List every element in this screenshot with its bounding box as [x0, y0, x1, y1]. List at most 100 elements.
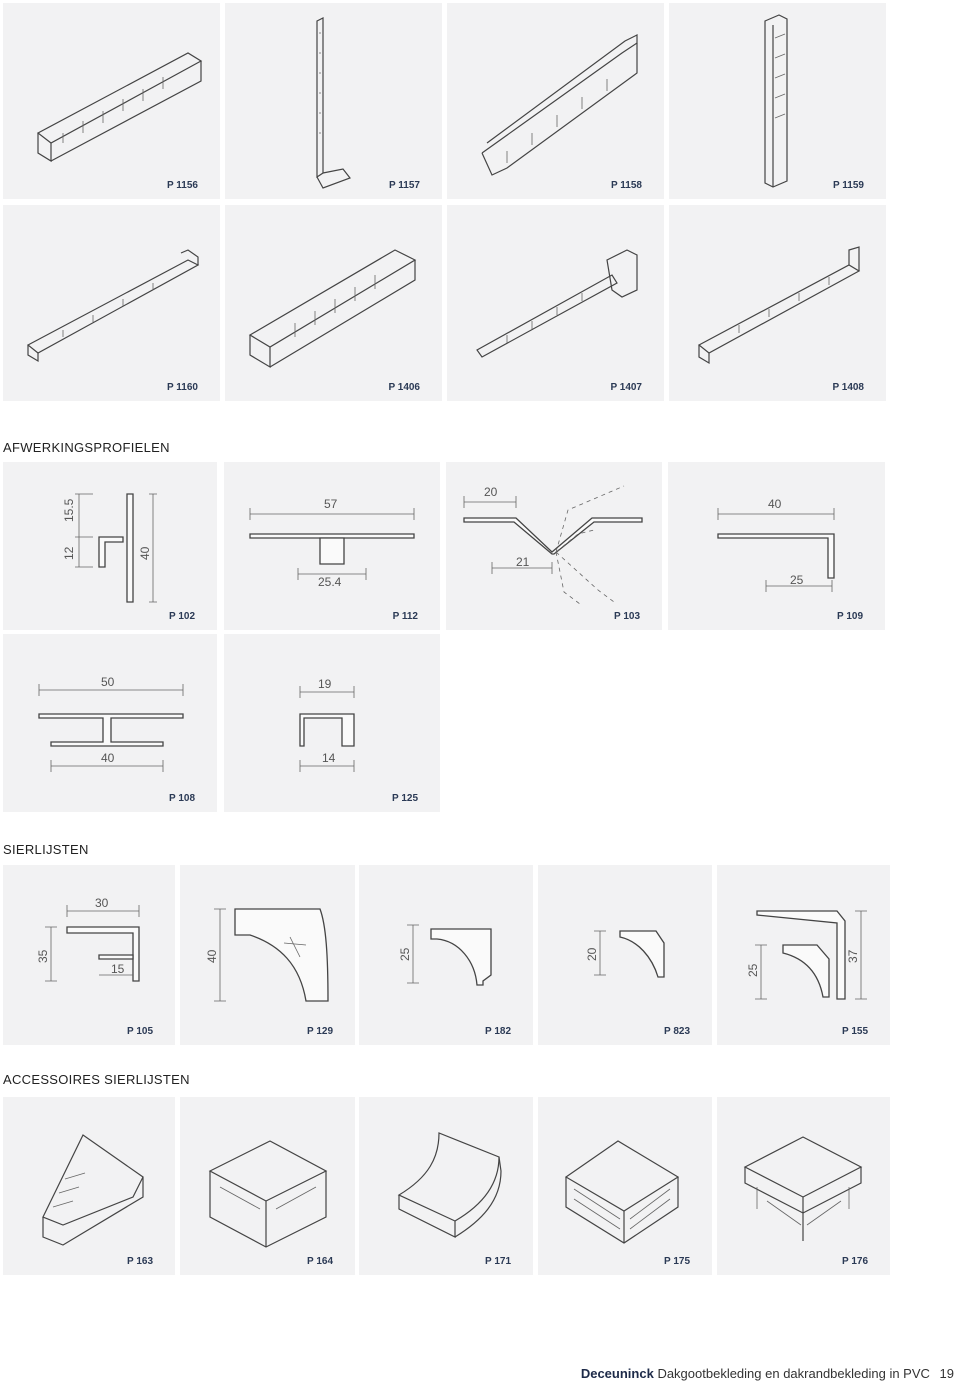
- dimension-label: 37: [846, 949, 860, 963]
- page-number: 19: [939, 1366, 954, 1381]
- accessory-tile-p175: P 175: [538, 1097, 712, 1275]
- dimension-label: 40: [138, 546, 152, 560]
- profile-code: P 102: [169, 611, 195, 622]
- accessory-code: P 176: [842, 1256, 868, 1267]
- profile-code: P 155: [842, 1026, 868, 1037]
- profile-code: P 105: [127, 1026, 153, 1037]
- accessory-code: P 164: [307, 1256, 333, 1267]
- product-code: P 1408: [832, 382, 864, 393]
- product-tile-p1408: P 1408: [669, 205, 886, 401]
- footer-text: Dakgootbekleding en dakrandbekleding in …: [657, 1366, 930, 1381]
- dimension-label: 19: [318, 677, 332, 691]
- product-code: P 1159: [833, 180, 864, 191]
- profile-drawing: 57 25.4: [249, 497, 415, 589]
- accessory-tile-p171: P 171: [359, 1097, 533, 1275]
- profile-code: P 182: [485, 1026, 511, 1037]
- product-code: P 1156: [167, 180, 198, 191]
- profile-drawing: 20: [585, 930, 665, 978]
- profile-tile-p105: 30 35 15 P 105: [3, 865, 175, 1045]
- profile-code: P 109: [837, 611, 863, 622]
- profile-code: P 112: [392, 611, 418, 622]
- dimension-label: 25: [790, 573, 804, 587]
- brand-name: Deceuninck: [580, 1366, 654, 1381]
- product-drawing: [316, 17, 351, 189]
- product-drawing: [36, 52, 203, 163]
- product-tile-p1406: P 1406: [225, 205, 442, 401]
- dimension-label: 14: [322, 751, 336, 765]
- profile-drawing: 50 40: [38, 675, 184, 772]
- profile-tile-p823: 20 P 823: [538, 865, 712, 1045]
- product-code: P 1407: [610, 382, 642, 393]
- profile-tile-p102: 15.5 12 40 P 102: [3, 462, 217, 630]
- profile-drawing: 20 21: [463, 485, 643, 605]
- dimension-label: 15: [111, 962, 125, 976]
- accessory-tile-p163: P 163: [3, 1097, 175, 1275]
- product-tile-p1160: P 1160: [3, 205, 220, 401]
- profile-drawing: 25: [398, 924, 492, 986]
- product-drawing: [764, 14, 788, 188]
- accessory-tile-p176: P 176: [717, 1097, 890, 1275]
- product-drawing: [697, 246, 861, 365]
- product-tile-p1159: P 1159: [669, 3, 886, 199]
- product-tile-p1157: P 1157: [225, 3, 442, 199]
- section-title-accessoires-sierlijsten: ACCESSOIRES SIERLIJSTEN: [3, 1072, 190, 1087]
- accessory-tile-p164: P 164: [180, 1097, 355, 1275]
- product-drawing: [26, 249, 200, 363]
- accessory-code: P 163: [127, 1256, 153, 1267]
- profile-code: P 108: [169, 793, 195, 804]
- product-code: P 1406: [388, 382, 420, 393]
- product-drawing: [248, 249, 417, 369]
- dimension-label: 25.4: [318, 575, 342, 589]
- profile-code: P 129: [307, 1026, 333, 1037]
- product-drawing: [481, 34, 638, 176]
- dimension-label: 20: [585, 947, 599, 961]
- product-drawing: [476, 249, 638, 358]
- profile-tile-p182: 25 P 182: [359, 865, 533, 1045]
- profile-drawing: 15.5 12 40: [62, 493, 157, 603]
- product-code: P 1158: [611, 180, 642, 191]
- profile-drawing: 40: [205, 908, 329, 1002]
- page-footer: Deceuninck Dakgootbekleding en dakrandbe…: [581, 1366, 954, 1381]
- product-tile-p1158: P 1158: [447, 3, 664, 199]
- accessory-drawing: [42, 1134, 144, 1246]
- profile-tile-p108: 50 40 P 108: [3, 634, 217, 812]
- profile-tile-p103: 20 21 P 103: [446, 462, 662, 630]
- product-tile-p1156: P 1156: [3, 3, 220, 199]
- accessory-drawing: [564, 1140, 680, 1244]
- dimension-label: 25: [746, 963, 760, 977]
- profile-tile-p129: 40 P 129: [180, 865, 355, 1045]
- dimension-label: 40: [768, 497, 782, 511]
- profile-tile-p112: 57 25.4 P 112: [224, 462, 440, 630]
- dimension-label: 25: [398, 947, 412, 961]
- product-code: P 1160: [167, 382, 198, 393]
- profile-drawing: 40 25: [717, 497, 835, 592]
- dimension-label: 57: [324, 497, 338, 511]
- accessory-drawing: [397, 1132, 502, 1238]
- profile-drawing: 19 14: [299, 677, 355, 772]
- dimension-label: 50: [101, 675, 115, 689]
- profile-code: P 823: [664, 1026, 690, 1037]
- dimension-label: 30: [95, 896, 109, 910]
- profile-code: P 103: [614, 611, 640, 622]
- profile-tile-p125: 19 14 P 125: [224, 634, 440, 812]
- product-code: P 1157: [389, 180, 420, 191]
- accessory-code: P 175: [664, 1256, 690, 1267]
- dimension-label: 12: [62, 546, 76, 560]
- profile-code: P 125: [392, 793, 418, 804]
- section-title-afwerkingsprofielen: AFWERKINGSPROFIELEN: [3, 440, 170, 455]
- profile-tile-p155: 25 37 P 155: [717, 865, 890, 1045]
- dimension-label: 20: [484, 485, 498, 499]
- accessory-drawing: [208, 1140, 328, 1248]
- dimension-label: 40: [101, 751, 115, 765]
- profile-tile-p109: 40 25 P 109: [668, 462, 885, 630]
- profile-drawing: 25 37: [746, 910, 867, 1000]
- section-title-sierlijsten: SIERLIJSTEN: [3, 842, 89, 857]
- dimension-label: 15.5: [62, 498, 76, 522]
- accessory-code: P 171: [485, 1256, 511, 1267]
- dimension-label: 35: [36, 949, 50, 963]
- profile-drawing: 30 35 15: [36, 896, 140, 982]
- dimension-label: 21: [516, 555, 530, 569]
- product-tile-p1407: P 1407: [447, 205, 664, 401]
- dimension-label: 40: [205, 949, 219, 963]
- accessory-drawing: [743, 1136, 863, 1241]
